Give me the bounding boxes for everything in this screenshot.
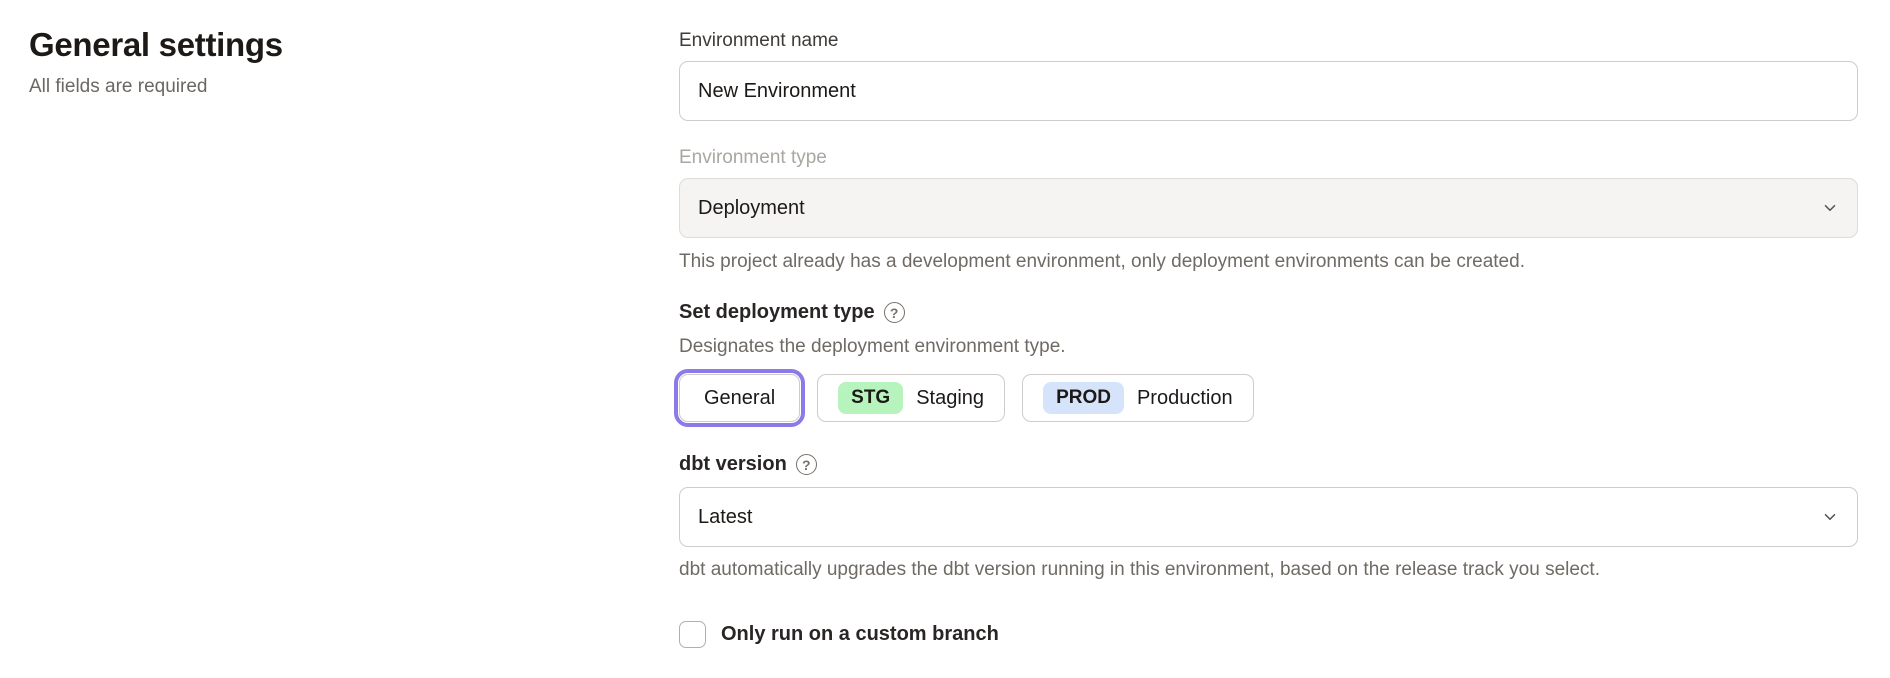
dbt-version-select[interactable]: Latest [679,487,1858,547]
dbt-version-field: dbt version ? Latest dbt automatically u… [679,453,1858,581]
deployment-type-production-button[interactable]: PROD Production [1022,374,1254,422]
custom-branch-checkbox[interactable] [679,621,706,648]
question-circle-icon[interactable]: ? [795,454,817,475]
environment-name-label: Environment name [679,30,839,51]
environment-name-field: Environment name [679,30,1858,121]
environment-type-value: Deployment [698,196,805,219]
chevron-down-icon [1821,508,1839,526]
staging-button-label: Staging [916,386,985,409]
environment-name-input[interactable] [679,61,1858,121]
deployment-type-field: Set deployment type ? Designates the dep… [673,301,1858,427]
environment-type-select: Deployment [679,178,1858,238]
staging-badge: STG [838,382,904,414]
custom-branch-row[interactable]: Only run on a custom branch [679,621,1858,648]
settings-intro: General settings All fields are required [29,26,679,678]
deployment-type-label: Set deployment type [679,301,875,323]
question-circle-icon[interactable]: ? [883,302,905,323]
chevron-down-icon [1821,199,1839,217]
dbt-version-helper: dbt automatically upgrades the dbt versi… [679,559,1600,580]
page-title: General settings [29,26,283,63]
deployment-type-options: General STG Staging PROD Production [673,369,1858,427]
dbt-version-label: dbt version [679,453,787,475]
environment-type-field: Environment type Deployment This project… [679,147,1858,273]
deployment-type-general-button[interactable]: General [673,369,806,427]
environment-form: Environment name Environment type Deploy… [673,26,1858,678]
deployment-type-description: Designates the deployment environment ty… [679,336,1066,357]
production-button-label: Production [1136,386,1233,409]
dbt-version-value: Latest [698,505,753,528]
general-button-label: General [704,386,776,409]
production-badge: PROD [1043,382,1124,414]
page-subtitle: All fields are required [29,76,208,97]
deployment-type-staging-button[interactable]: STG Staging [817,374,1006,422]
environment-type-helper: This project already has a development e… [679,251,1525,272]
custom-branch-label: Only run on a custom branch [721,623,999,645]
environment-type-label: Environment type [679,147,827,168]
